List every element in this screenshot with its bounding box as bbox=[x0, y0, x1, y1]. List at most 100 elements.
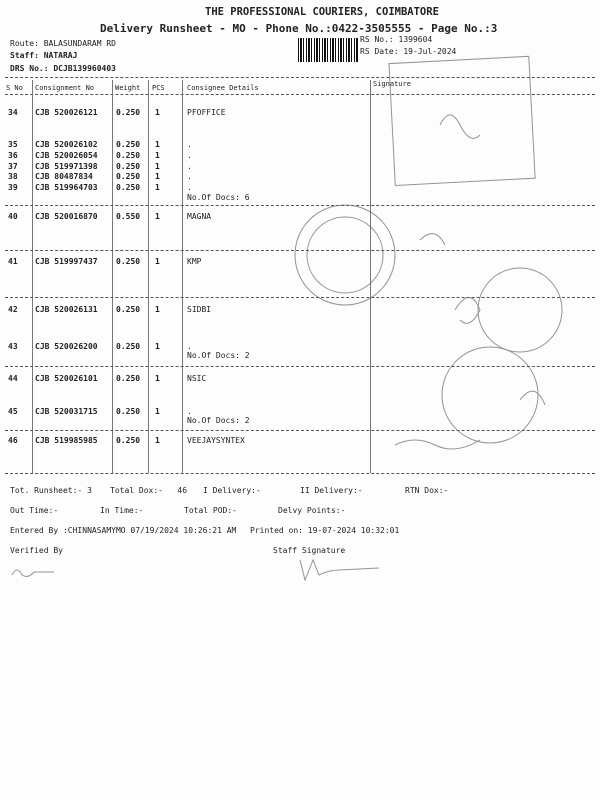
cell-pcs: 1 bbox=[155, 342, 160, 351]
delvy-points: Delvy Points:- bbox=[278, 506, 346, 515]
cell-sno: 43 bbox=[8, 342, 18, 351]
cell-sno: 36 bbox=[8, 151, 18, 160]
cell-cno: CJB 519985985 bbox=[35, 436, 98, 445]
cell-pcs: 1 bbox=[155, 257, 160, 266]
cell-cno: CJB 520026054 bbox=[35, 151, 98, 160]
cell-details: . bbox=[187, 407, 192, 416]
cell-wt: 0.250 bbox=[116, 257, 141, 266]
cell-sno: 38 bbox=[8, 172, 18, 181]
cell-sno: 44 bbox=[8, 374, 18, 383]
cell-pcs: 1 bbox=[155, 162, 160, 171]
signature-mark bbox=[454, 297, 481, 324]
cell-sno: 41 bbox=[8, 257, 18, 266]
printed-on: Printed on: 19-07-2024 10:32:01 bbox=[250, 526, 400, 535]
cell-pcs: 1 bbox=[155, 151, 160, 160]
rtn-dox: RTN Dox:- bbox=[405, 486, 449, 495]
cell-pcs: 1 bbox=[155, 140, 160, 149]
cell-wt: 0.250 bbox=[116, 436, 141, 445]
cell-pcs: 1 bbox=[155, 407, 160, 416]
barcode bbox=[298, 38, 358, 62]
staff-signature: Staff Signature bbox=[273, 546, 346, 555]
total-dox: Total Dox:- 46 bbox=[110, 486, 188, 495]
cell-pcs: 1 bbox=[155, 183, 160, 192]
signature-mark bbox=[394, 439, 481, 450]
cell-sno: 40 bbox=[8, 212, 18, 221]
out-time: Out Time:- bbox=[10, 506, 59, 515]
staff-signature-mark bbox=[299, 558, 380, 582]
col-sno: S No bbox=[6, 84, 23, 92]
divider bbox=[5, 473, 595, 474]
route: Route: BALASUNDARAM RD bbox=[10, 39, 116, 48]
signature-mark bbox=[419, 233, 446, 246]
cell-sno: 37 bbox=[8, 162, 18, 171]
col-consignee: Consignee Details bbox=[187, 84, 259, 92]
total-pod: Total POD:- bbox=[184, 506, 237, 515]
cell-details: SIDBI bbox=[187, 305, 212, 314]
column-line bbox=[148, 80, 149, 473]
cell-wt: 0.250 bbox=[116, 162, 141, 171]
cell-sno: 42 bbox=[8, 305, 18, 314]
rs-number: RS No.: 1399604 bbox=[360, 35, 433, 44]
cell-cno: CJB 520016870 bbox=[35, 212, 98, 221]
company-title: THE PROFESSIONAL COURIERS, COIMBATORE bbox=[205, 6, 439, 18]
cell-sno: 35 bbox=[8, 140, 18, 149]
cell-details: MAGNA bbox=[187, 212, 212, 221]
cell-details: VEEJAYSYNTEX bbox=[187, 436, 245, 445]
divider bbox=[5, 205, 595, 206]
rs-date: RS Date: 19-Jul-2024 bbox=[360, 47, 457, 56]
cell-wt: 0.250 bbox=[116, 374, 141, 383]
divider bbox=[5, 77, 595, 78]
cell-sno: 45 bbox=[8, 407, 18, 416]
cell-pcs: 1 bbox=[155, 212, 160, 221]
docs-note: No.Of Docs: 2 bbox=[187, 351, 250, 360]
cell-sno: 34 bbox=[8, 108, 18, 117]
cell-cno: CJB 520026131 bbox=[35, 305, 98, 314]
divider bbox=[5, 250, 595, 251]
cell-details: . bbox=[187, 151, 192, 160]
cell-sno: 46 bbox=[8, 436, 18, 445]
docs-note: No.Of Docs: 6 bbox=[187, 193, 250, 202]
cell-details: . bbox=[187, 140, 192, 149]
column-line bbox=[370, 80, 371, 473]
column-line bbox=[32, 80, 33, 473]
verified-by: Verified By bbox=[10, 546, 63, 555]
cell-wt: 0.250 bbox=[116, 183, 141, 192]
cell-cno: CJB 520031715 bbox=[35, 407, 98, 416]
verifier-signature-mark bbox=[11, 569, 54, 577]
signature-mark bbox=[439, 114, 481, 139]
cell-details: NSIC bbox=[187, 374, 207, 383]
runsheet-subtitle: Delivery Runsheet - MO - Phone No.:0422-… bbox=[100, 22, 498, 35]
cell-details: KMP bbox=[187, 257, 202, 266]
signature-mark bbox=[519, 390, 546, 406]
divider bbox=[5, 366, 595, 367]
divider bbox=[5, 430, 595, 431]
cell-pcs: 1 bbox=[155, 305, 160, 314]
entered-by: Entered By :CHINNASAMYMO 07/19/2024 10:2… bbox=[10, 526, 237, 535]
col-consignment: Consignment No bbox=[35, 84, 95, 92]
column-line bbox=[182, 80, 183, 473]
cell-pcs: 1 bbox=[155, 108, 160, 117]
cell-cno: CJB 520026200 bbox=[35, 342, 98, 351]
ii-delivery: II Delivery:- bbox=[300, 486, 363, 495]
sidbi-stamp bbox=[477, 267, 563, 353]
in-time: In Time:- bbox=[100, 506, 144, 515]
cell-pcs: 1 bbox=[155, 374, 160, 383]
docs-note: No.Of Docs: 2 bbox=[187, 416, 250, 425]
col-weight: Weight bbox=[115, 84, 141, 92]
staff: Staff: NATARAJ bbox=[10, 51, 78, 60]
cell-sno: 39 bbox=[8, 183, 18, 192]
nsic-stamp bbox=[441, 346, 539, 444]
received-stamp bbox=[294, 204, 396, 306]
cell-cno: CJB 519964703 bbox=[35, 183, 98, 192]
cell-wt: 0.250 bbox=[116, 407, 141, 416]
cell-details: . bbox=[187, 183, 192, 192]
cell-cno: CJB 519997437 bbox=[35, 257, 98, 266]
cell-pcs: 1 bbox=[155, 172, 160, 181]
cell-wt: 0.250 bbox=[116, 151, 141, 160]
col-pcs: PCS bbox=[152, 84, 165, 92]
cell-wt: 0.250 bbox=[116, 140, 141, 149]
cell-wt: 0.550 bbox=[116, 212, 141, 221]
tot-runsheet: Tot. Runsheet:- 3 bbox=[10, 486, 92, 495]
cell-cno: CJB 520026101 bbox=[35, 374, 98, 383]
